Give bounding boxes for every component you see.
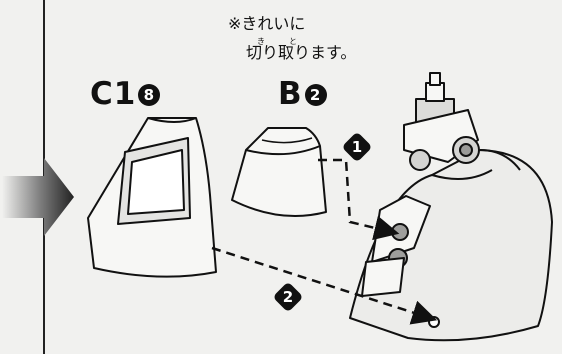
part-number-badge-b2: 2 (304, 84, 327, 106)
cutting-note-line-2: 切り取ります。 (246, 43, 357, 62)
arrow-step-1 (318, 158, 400, 241)
note-mark: ※ (228, 14, 242, 33)
note-ruby-to: と (289, 37, 297, 46)
step-flow-arrow (2, 158, 74, 236)
note-line-1: きれいに (241, 14, 306, 33)
arrow-step-2 (211, 246, 438, 325)
torso-assembly-shape (349, 72, 553, 342)
part-b2-shape (231, 127, 327, 217)
step-1-badge: 1 (343, 133, 371, 161)
part-c1-shape (87, 117, 217, 278)
part-code-b: B (278, 76, 303, 112)
part-number-badge-c1: 8 (138, 84, 161, 106)
step-2-badge: 2 (274, 283, 302, 311)
step-1-number: 1 (352, 138, 362, 156)
step-2-number: 2 (283, 288, 293, 306)
part-code-c1: C1 (90, 76, 137, 112)
cutting-note: ※きれいに (228, 16, 305, 32)
note-ruby-ki: き (257, 37, 265, 46)
